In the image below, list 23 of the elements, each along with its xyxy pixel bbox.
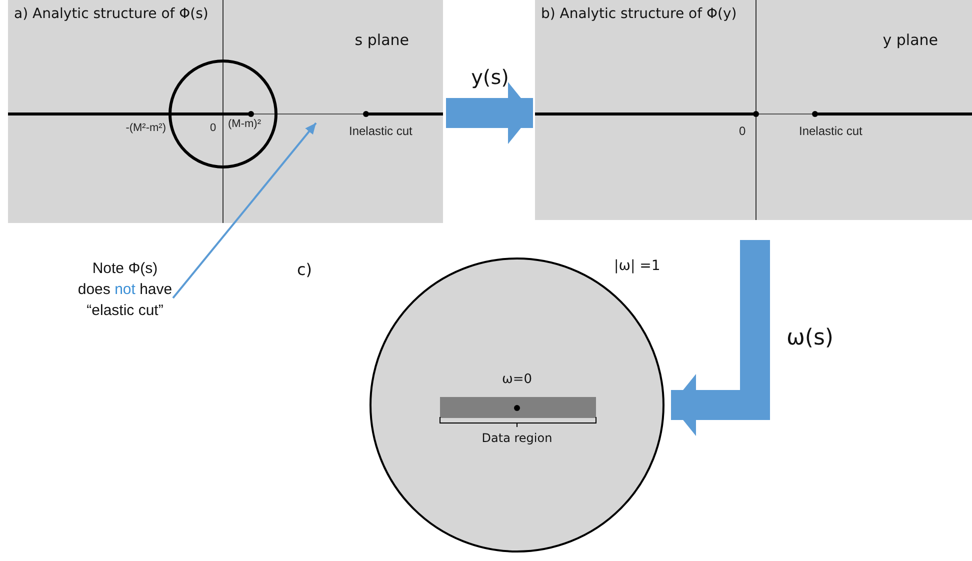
axis-label: 0 [739,124,747,138]
unit-disk [369,257,665,553]
plane-label: s plane [354,31,409,49]
complex-plane-panel [8,0,443,223]
region-label: Data region [480,431,554,445]
axis-label: Inelastic cut [799,124,864,138]
origin-label: ω=0 [500,372,534,387]
panel-title: a) Analytic structure of Φ(s) [14,6,208,22]
axis-label: 0 [210,122,218,134]
panel-label: c) [297,260,312,279]
panel-label: |ω| =1 [614,258,660,274]
note-text: Note Φ(s) does not have “elastic cut” [75,258,175,324]
edge-label: ω(s) [786,326,834,350]
panel-title: b) Analytic structure of Φ(y) [541,6,737,22]
edge-label: y(s) [471,65,509,89]
leader-line [172,122,317,299]
complex-plane-panel [535,0,972,220]
plane-label: y plane [882,31,938,49]
block-arrow [671,240,770,436]
axis-label: -(M²-m²) [124,122,166,134]
block-arrow [446,82,533,144]
axis-label: (M-m)² [228,118,262,130]
axis-label: Inelastic cut [349,124,414,138]
